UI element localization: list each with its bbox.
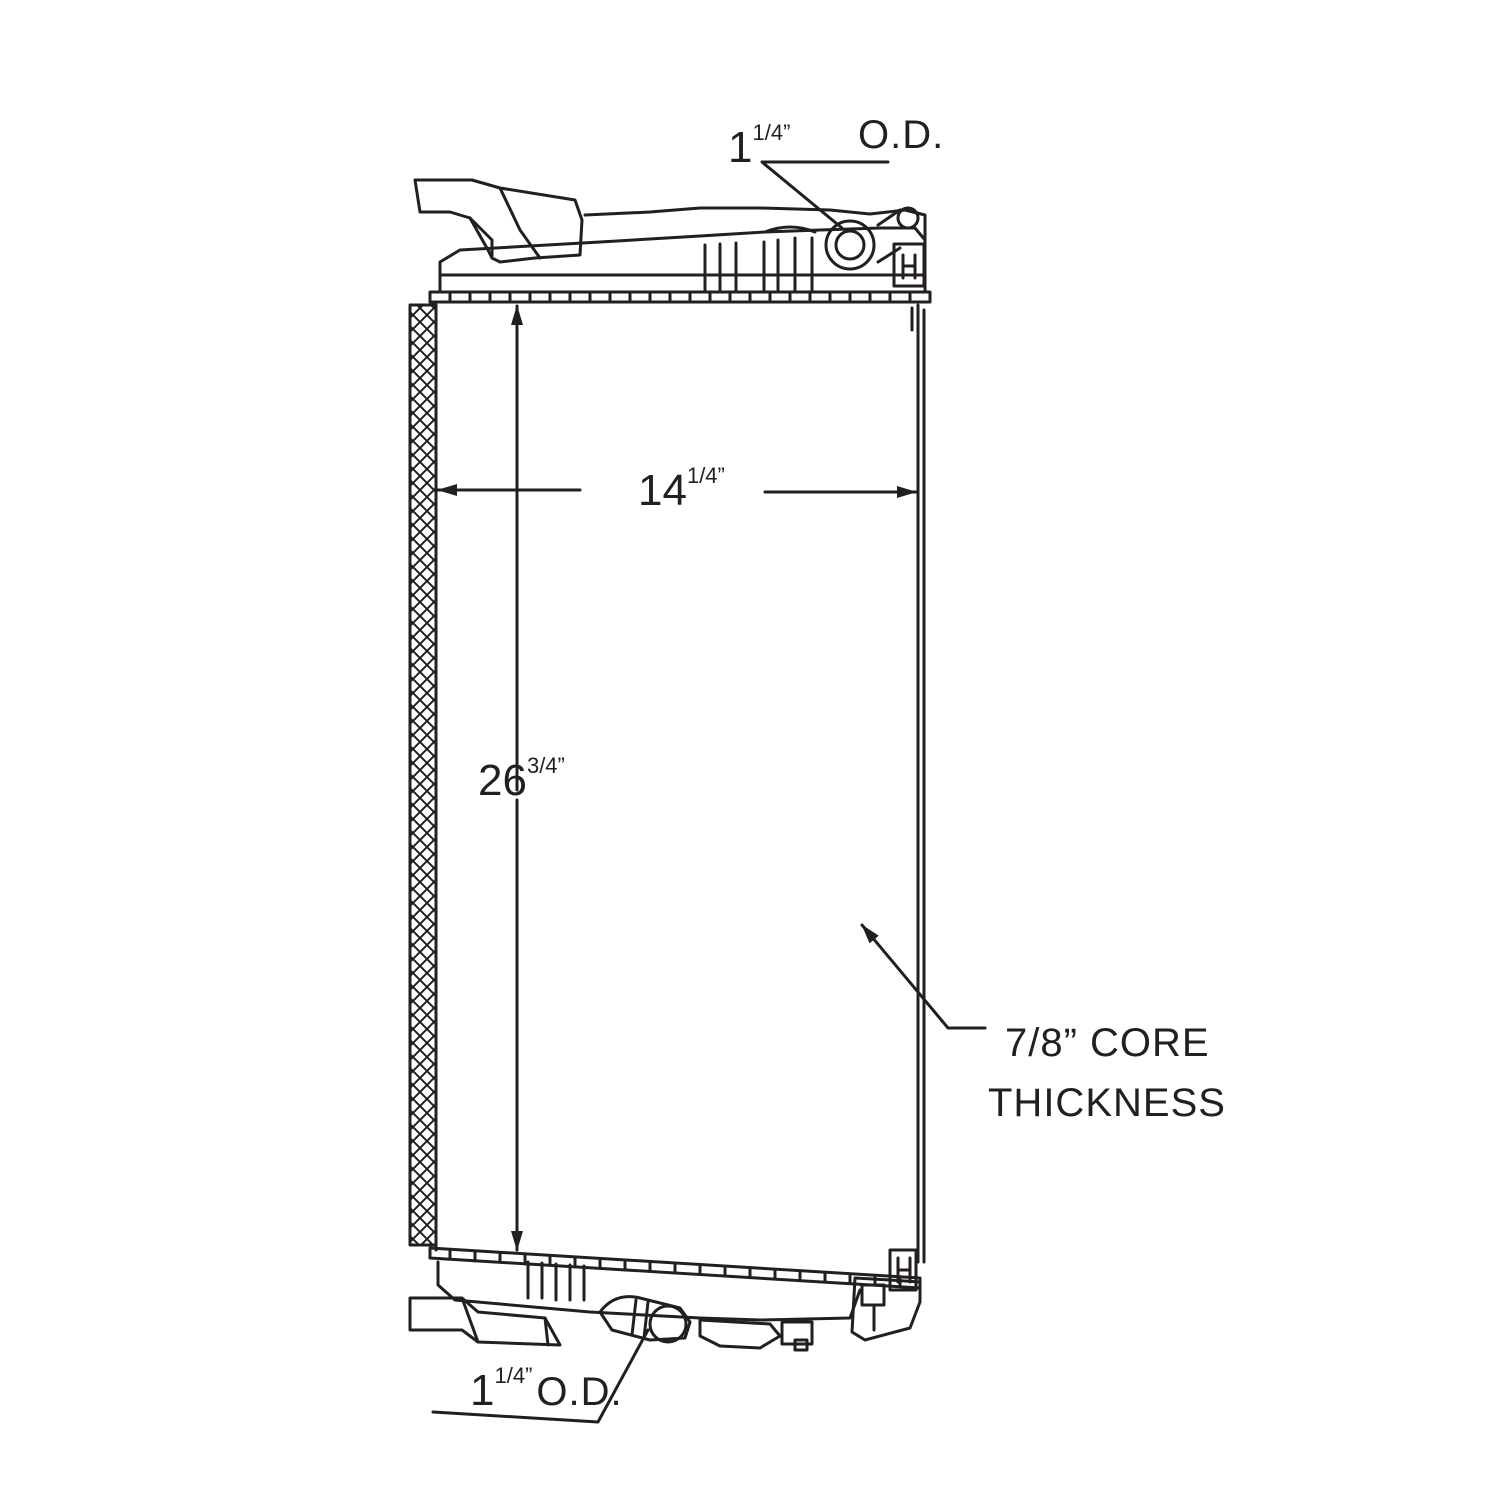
width-fraction: 1/4” — [687, 463, 725, 488]
width-whole: 14 — [638, 466, 687, 515]
dimension-labels: 11/4” O.D. 141/4” 263/4” 7/8” CORE THICK… — [470, 113, 1226, 1415]
dimension-lines — [431, 160, 987, 1424]
radiator-core — [408, 303, 926, 1264]
top-tank — [413, 178, 932, 304]
core-thickness-leader — [860, 923, 987, 1030]
bottom-outlet-leader — [431, 1328, 650, 1424]
bottom-tank — [408, 1246, 922, 1352]
width-label: 141/4” — [638, 463, 725, 515]
height-label: 263/4” — [478, 753, 565, 805]
core-thickness-line2: THICKNESS — [988, 1081, 1226, 1125]
bottom-outlet-label: 11/4”O.D. — [470, 1363, 623, 1415]
top-outlet-leader — [760, 160, 890, 230]
side-seal — [408, 303, 438, 1247]
height-whole: 26 — [478, 756, 527, 805]
bottom-outlet-fraction: 1/4” — [494, 1363, 532, 1388]
bottom-outlet-whole: 1 — [470, 1366, 494, 1415]
top-outlet-fraction: 1/4” — [752, 120, 790, 145]
top-outlet-label: 11/4” — [728, 120, 790, 172]
core-thickness-line1: 7/8” CORE — [1005, 1021, 1210, 1065]
bottom-outlet-suffix: O.D. — [536, 1370, 622, 1414]
top-outlet-suffix: O.D. — [858, 113, 944, 157]
top-outlet-whole: 1 — [728, 123, 752, 172]
height-fraction: 3/4” — [527, 753, 565, 778]
